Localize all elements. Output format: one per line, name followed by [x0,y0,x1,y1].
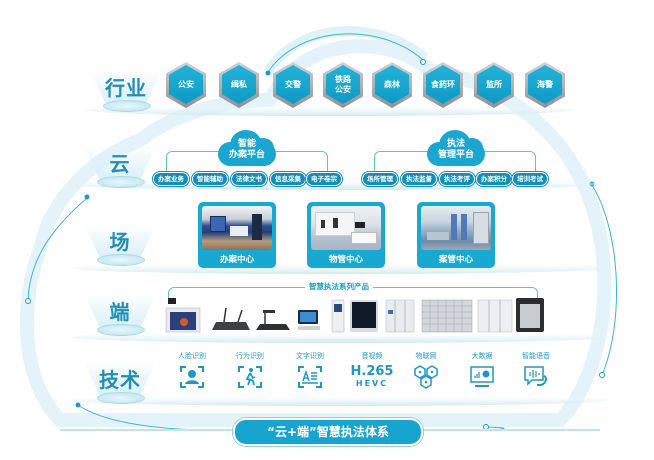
tech-behavior-recognition: 行为识别 [222,350,278,392]
top-arc-dot [265,70,271,76]
module-pill[interactable]: 电子卷宗 [306,172,342,186]
industry-hexagon[interactable]: 监所 [474,62,514,108]
h265-text: H.265 [350,364,394,379]
left-arc-ring [25,298,31,304]
module-pill[interactable]: 信息采集 [270,172,306,186]
band-terminal [70,331,610,343]
case-handling-room-photo [202,206,272,250]
system-title-badge: “云+端”智慧执法体系 [233,418,423,446]
tech-text-recognition: 文字识别 [282,350,338,392]
cloud-platform-enforcement-mgmt[interactable]: 执法 管理平台 [425,130,487,168]
row-label-text: 云 [109,152,131,176]
center-card-case-management[interactable]: 案管中心 [417,202,495,268]
tech-label: 人脸识别 [178,352,206,360]
label-disc [97,254,145,266]
band-industry [85,104,575,116]
text-recognition-icon [298,366,322,388]
industry-label: 缉私 [222,65,256,104]
label-disc [97,324,145,336]
industry-hexagon[interactable]: 食药环 [423,62,463,108]
industry-label: 公安 [169,65,203,104]
tech-iot: 物联网 [398,350,454,392]
case-management-room-photo [421,206,491,250]
tech-label: 行为识别 [236,352,264,360]
platform-name: 执法 管理平台 [437,139,474,160]
row-label-text: 技术 [99,368,141,392]
storage-locker-large-product [477,299,513,333]
industry-label: 海警 [528,65,562,104]
tech-label: 智能语音 [522,352,550,360]
left-arc-dot [84,194,90,200]
row-label-industry: 行业 [86,64,166,114]
tech-label: 大数据 [471,352,493,360]
industry-hexagon[interactable]: 缉私 [219,62,259,108]
hevc-text: HEVC [355,379,389,388]
tech-audio-video: 音视频 H.265 HEVC [344,350,400,392]
property-management-room-photo [311,206,381,250]
products-strip [165,298,544,333]
row-label-text: 行业 [105,76,147,100]
module-pill[interactable]: 办案积分 [476,172,512,186]
label-disc [97,392,145,404]
center-card-property[interactable]: 物管中心 [307,202,385,268]
platform-name: 智能 办案平台 [228,139,265,160]
row-label-terminal: 端 [80,288,160,338]
voice-icon [524,366,547,386]
pos-terminal-product [298,310,320,330]
storage-locker-small-product [385,299,415,333]
tech-label: 文字识别 [296,352,324,360]
industry-hexagon[interactable]: 森林 [372,62,412,108]
module-pill[interactable]: 场所管理 [362,172,398,186]
module-pill[interactable]: 法律文书 [231,172,267,186]
row-label-text: 端 [109,300,131,324]
storage-locker-grid-product [421,299,473,333]
industry-hexagon[interactable]: 公安 [166,62,206,108]
tech-face-recognition: 人脸识别 [164,350,220,392]
row-label-venue: 场 [80,218,160,268]
behavior-recognition-icon [238,366,262,388]
industry-hexagon[interactable]: 铁路 公安 [323,62,363,108]
module-pill[interactable]: 执法监督 [401,172,437,186]
iot-icon [414,365,438,389]
interrogation-desk-product [165,298,201,333]
module-pill[interactable]: 培训考试 [512,172,548,186]
center-name: 物管中心 [328,255,363,265]
row-label-cloud: 云 [80,140,160,190]
cloud-platform-smart-case[interactable]: 智能 办案平台 [216,130,278,168]
center-name: 办案中心 [219,255,254,265]
top-arc-ring [420,59,426,65]
top-arc-line [267,33,424,73]
face-recognition-icon [180,366,204,388]
tech-label: 音视频 [361,352,383,360]
wall-panel-product [350,300,378,332]
industry-hexagon[interactable]: 交警 [273,62,313,108]
center-card-case-handling[interactable]: 办案中心 [198,202,276,268]
right-arc-line [591,184,617,376]
document-camera-product [212,307,250,330]
industry-hexagon[interactable]: 海警 [525,62,565,108]
label-disc [97,176,145,188]
row-label-technology: 技术 [80,356,160,406]
module-pill[interactable]: 执法考评 [439,172,475,186]
kiosk-product [331,299,345,333]
label-disc [103,100,151,112]
top-arc [263,26,429,75]
evidence-scanner-product [256,310,290,330]
big-data-icon [470,366,494,387]
center-name: 案管中心 [438,255,473,265]
band-tech [70,394,610,406]
module-pill[interactable]: 办案业务 [153,172,189,186]
left-arc-line [27,197,88,301]
tech-big-data: 大数据 [454,350,510,392]
bottom-right-ring [483,424,489,430]
right-arc-ring [599,372,605,378]
module-pill[interactable]: 智能辅助 [192,172,228,186]
tech-smart-voice: 智能语音 [508,350,564,392]
products-group-title: 智慧执法系列产品 [305,281,373,292]
booth-product [516,298,544,332]
row-label-text: 场 [109,230,131,254]
bottom-left-dot [75,402,81,408]
tech-label: 物联网 [415,352,437,360]
